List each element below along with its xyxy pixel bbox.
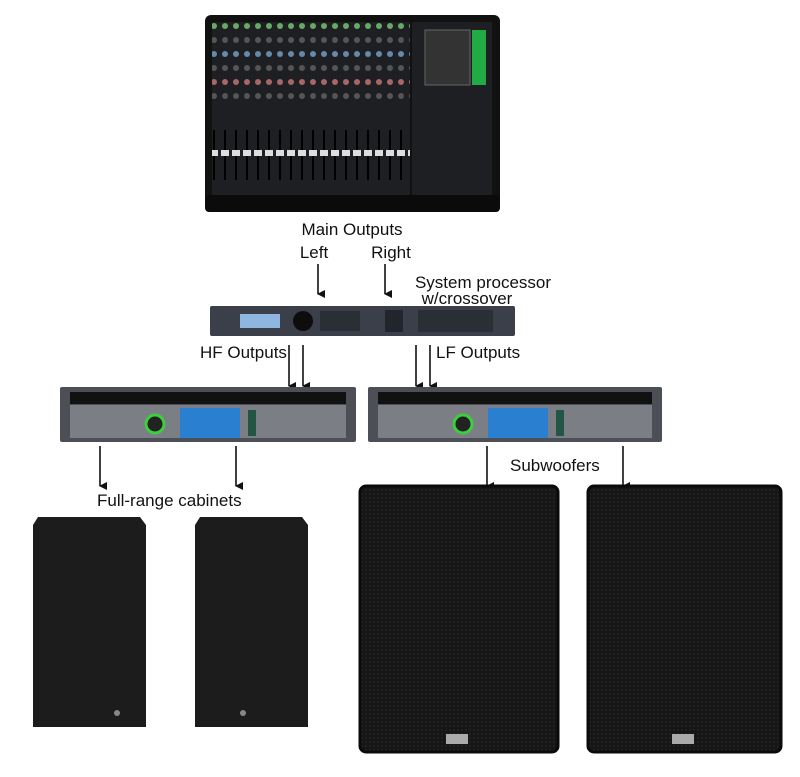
processor-label-line2: w/crossover (421, 289, 513, 308)
subwoofers-label: Subwoofers (510, 456, 600, 475)
system-processor (210, 306, 515, 336)
full-range-label: Full-range cabinets (97, 491, 242, 510)
full-range-cabinet-2 (195, 517, 308, 727)
right-label: Right (371, 243, 411, 262)
mixing-console (205, 15, 500, 212)
subwoofer-2 (586, 484, 783, 754)
hf-outputs-label: HF Outputs (200, 343, 287, 362)
amplifier-hf (60, 387, 356, 442)
subwoofer-1 (358, 484, 560, 754)
lf-outputs-label: LF Outputs (436, 343, 520, 362)
processor-label-line1: System processor (415, 273, 551, 292)
left-label: Left (300, 243, 329, 262)
full-range-cabinet-1 (33, 517, 146, 727)
main-outputs-label: Main Outputs (301, 220, 402, 239)
amplifier-lf (368, 387, 662, 442)
